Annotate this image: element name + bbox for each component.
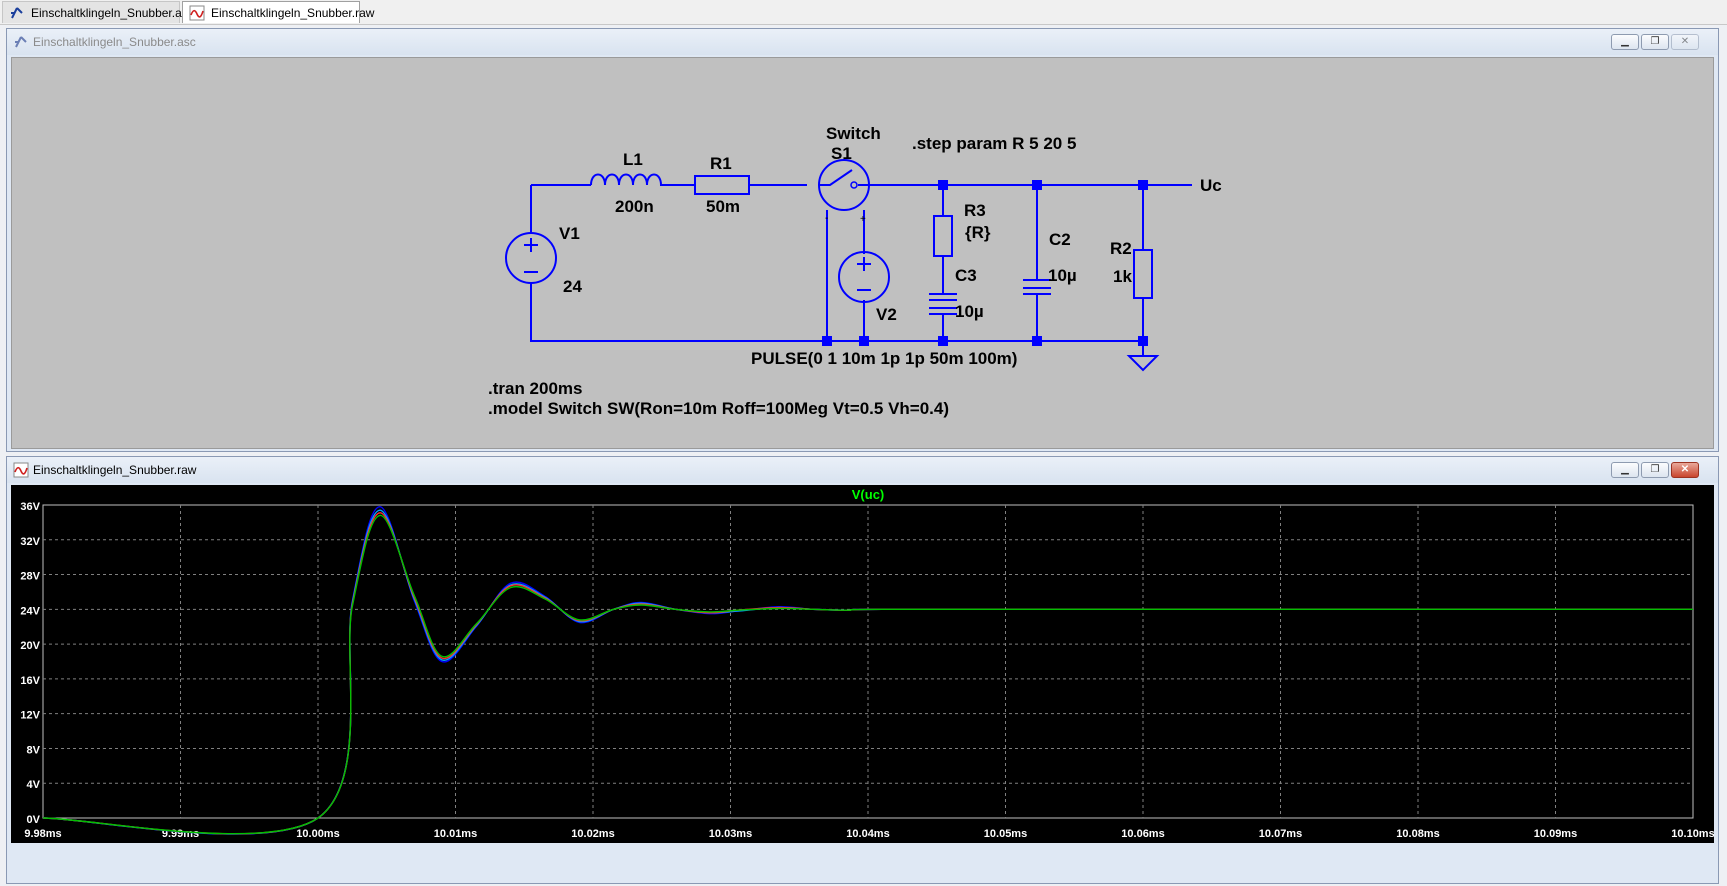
minimize-button[interactable]: ▁ bbox=[1611, 462, 1639, 478]
v1-value: 24 bbox=[563, 277, 582, 296]
restore-button[interactable]: ❐ bbox=[1641, 34, 1669, 50]
r1-value: 50m bbox=[706, 197, 740, 216]
l1-name: L1 bbox=[623, 150, 643, 169]
y-tick-label: 0V bbox=[27, 814, 41, 826]
r2-name: R2 bbox=[1110, 239, 1132, 258]
schematic-titlebar[interactable]: Einschaltklingeln_Snubber.asc ▁ ❐ ✕ bbox=[7, 29, 1718, 55]
capacitor-c3[interactable] bbox=[929, 293, 957, 315]
wires bbox=[530, 184, 1192, 356]
document-tab-bar: Einschaltklingeln_Snubber.asc Einschaltk… bbox=[0, 0, 1727, 25]
x-tick-label: 10.05ms bbox=[984, 828, 1027, 840]
x-tick-label: 9.98ms bbox=[24, 828, 61, 840]
net-label-uc: Uc bbox=[1200, 176, 1222, 195]
v2-name: V2 bbox=[876, 305, 897, 324]
r1-name: R1 bbox=[710, 154, 732, 173]
minimize-icon: ▁ bbox=[1621, 36, 1629, 47]
waveform-titlebar[interactable]: Einschaltklingeln_Snubber.raw ▁ ❐ ✕ bbox=[7, 457, 1718, 483]
y-tick-label: 20V bbox=[20, 640, 40, 652]
tran-directive[interactable]: .tran 200ms bbox=[488, 379, 583, 398]
ground-symbol bbox=[1126, 355, 1160, 372]
switch-s1[interactable]: - + bbox=[818, 159, 870, 225]
svg-text:+: + bbox=[860, 214, 866, 225]
trace-line-1[interactable] bbox=[42, 509, 1693, 835]
voltage-source-v2[interactable] bbox=[838, 251, 890, 303]
x-tick-label: 10.03ms bbox=[709, 828, 752, 840]
y-tick-label: 36V bbox=[20, 501, 40, 513]
schematic-window: Einschaltklingeln_Snubber.asc ▁ ❐ ✕ bbox=[6, 28, 1719, 452]
schematic-canvas[interactable]: - + bbox=[11, 57, 1714, 449]
y-tick-label: 12V bbox=[20, 710, 40, 722]
resistor-r1[interactable] bbox=[694, 175, 750, 195]
window-title: Einschaltklingeln_Snubber.raw bbox=[33, 463, 197, 477]
v1-name: V1 bbox=[559, 224, 580, 243]
y-tick-label: 28V bbox=[20, 571, 40, 583]
waveform-icon bbox=[13, 462, 29, 478]
x-tick-label: 10.10ms bbox=[1671, 828, 1714, 840]
y-tick-label: 32V bbox=[20, 536, 40, 548]
restore-button[interactable]: ❐ bbox=[1641, 462, 1669, 478]
step-directive[interactable]: .step param R 5 20 5 bbox=[912, 134, 1076, 153]
resistor-r2[interactable] bbox=[1133, 249, 1153, 299]
model-directive[interactable]: .model Switch SW(Ron=10m Roff=100Meg Vt=… bbox=[488, 399, 949, 418]
restore-icon: ❐ bbox=[1650, 464, 1660, 475]
capacitor-c2[interactable] bbox=[1023, 279, 1051, 295]
x-tick-label: 10.09ms bbox=[1534, 828, 1577, 840]
trace-line-3[interactable] bbox=[42, 514, 1693, 835]
waveform-window: Einschaltklingeln_Snubber.raw ▁ ❐ ✕ V(uc… bbox=[6, 456, 1719, 884]
minimize-icon: ▁ bbox=[1621, 464, 1629, 475]
s1-name: S1 bbox=[831, 144, 852, 163]
c3-value: 10µ bbox=[955, 302, 984, 321]
x-tick-label: 10.04ms bbox=[846, 828, 889, 840]
r3-name: R3 bbox=[964, 201, 986, 220]
svg-text:-: - bbox=[825, 213, 828, 224]
close-icon: ✕ bbox=[1680, 36, 1690, 47]
junction-dots bbox=[822, 180, 1148, 346]
waveform-icon bbox=[189, 5, 205, 21]
x-tick-label: 10.07ms bbox=[1259, 828, 1302, 840]
l1-value: 200n bbox=[615, 197, 654, 216]
x-tick-label: 10.00ms bbox=[296, 828, 339, 840]
x-tick-label: 10.01ms bbox=[434, 828, 477, 840]
r2-value: 1k bbox=[1113, 267, 1132, 286]
close-button[interactable]: ✕ bbox=[1671, 462, 1699, 478]
y-tick-label: 4V bbox=[27, 779, 41, 791]
restore-icon: ❐ bbox=[1650, 36, 1660, 47]
inductor-l1[interactable] bbox=[590, 173, 669, 186]
s1-model: Switch bbox=[826, 124, 881, 143]
close-button[interactable]: ✕ bbox=[1671, 34, 1699, 50]
pulse-directive[interactable]: PULSE(0 1 10m 1p 1p 50m 100m) bbox=[751, 349, 1017, 368]
tab-waveform[interactable]: Einschaltklingeln_Snubber.raw bbox=[182, 1, 374, 23]
close-icon: ✕ bbox=[1680, 464, 1690, 475]
tab-label: Einschaltklingeln_Snubber.raw bbox=[211, 6, 375, 20]
tab-schematic[interactable]: Einschaltklingeln_Snubber.asc bbox=[2, 1, 194, 23]
x-tick-label: 10.06ms bbox=[1121, 828, 1164, 840]
c2-name: C2 bbox=[1049, 230, 1071, 249]
y-tick-label: 16V bbox=[20, 675, 40, 687]
y-tick-label: 24V bbox=[20, 605, 40, 617]
schematic-icon bbox=[11, 7, 23, 19]
resistor-r3[interactable] bbox=[933, 215, 953, 257]
c3-name: C3 bbox=[955, 266, 977, 285]
trace-label[interactable]: V(uc) bbox=[852, 487, 885, 502]
minimize-button[interactable]: ▁ bbox=[1611, 34, 1639, 50]
window-title: Einschaltklingeln_Snubber.asc bbox=[33, 35, 196, 49]
x-tick-label: 10.02ms bbox=[571, 828, 614, 840]
y-tick-label: 8V bbox=[27, 744, 41, 756]
r3-value: {R} bbox=[965, 223, 991, 242]
x-tick-label: 10.08ms bbox=[1396, 828, 1439, 840]
c2-value: 10µ bbox=[1048, 266, 1077, 285]
schematic-drawing: - + bbox=[488, 124, 1222, 418]
voltage-source-v1[interactable] bbox=[505, 232, 557, 284]
schematic-icon bbox=[15, 36, 27, 48]
tab-label: Einschaltklingeln_Snubber.asc bbox=[31, 6, 194, 20]
